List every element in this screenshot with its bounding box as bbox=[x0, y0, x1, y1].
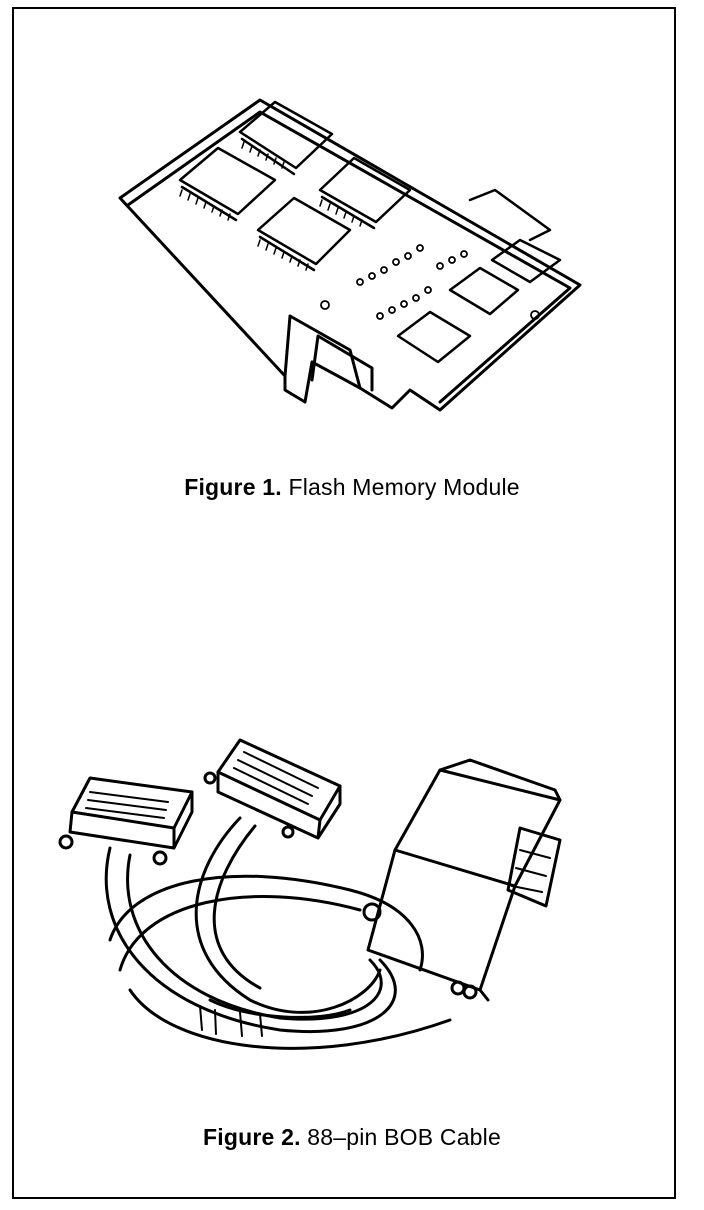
figure-1-caption: Figure 1. Flash Memory Module bbox=[0, 474, 704, 501]
figure-2-number: Figure 2. bbox=[203, 1124, 301, 1150]
flash-memory-module-illustration bbox=[118, 98, 582, 412]
page-border bbox=[12, 7, 676, 1199]
figure-1-number: Figure 1. bbox=[184, 474, 282, 500]
figure-2-title: 88–pin BOB Cable bbox=[307, 1124, 501, 1150]
figure-2-caption: Figure 2. 88–pin BOB Cable bbox=[0, 1124, 704, 1151]
figure-1-title: Flash Memory Module bbox=[288, 474, 520, 500]
bob-cable-illustration bbox=[58, 738, 562, 1050]
